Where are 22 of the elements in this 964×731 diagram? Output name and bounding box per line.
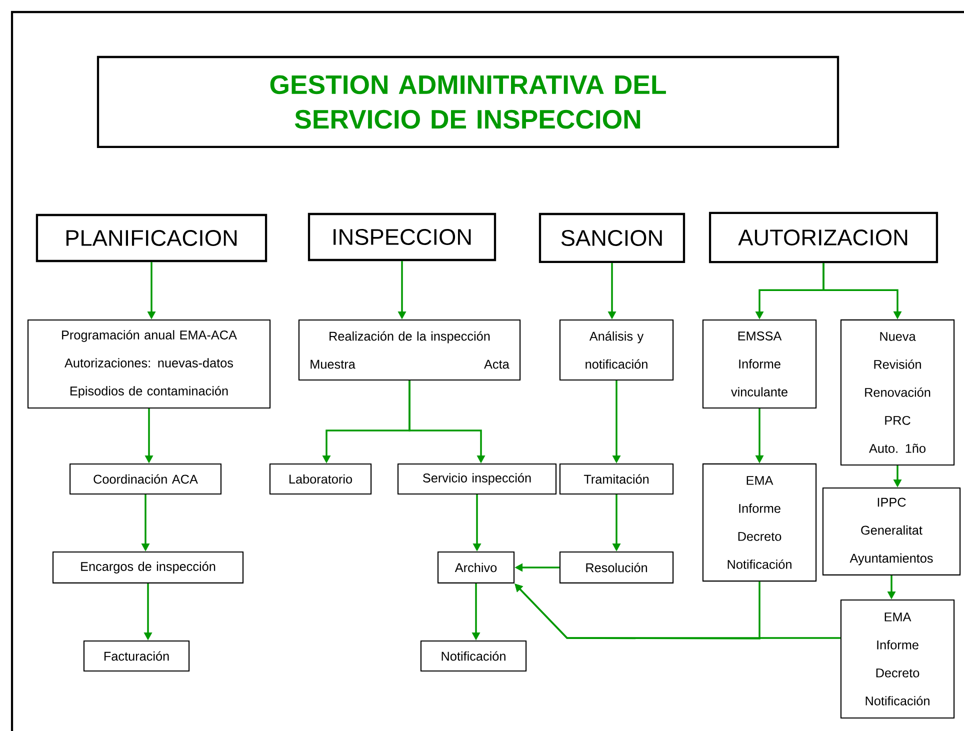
process-box: IPPC Generalitat Ayuntamientos	[822, 488, 961, 576]
process-box: EMA Informe Decreto Notificación	[840, 599, 955, 719]
process-box: Resolución	[559, 552, 674, 584]
process-box: Análisis y notificación	[559, 319, 674, 381]
title-box: GESTION ADMINITRATIVA DEL SERVICIO DE INSPECCION	[96, 56, 840, 148]
category-box: SANCION	[538, 212, 686, 264]
process-box: Archivo	[437, 552, 515, 584]
category-box: INSPECCION	[308, 212, 496, 262]
process-box: Programación anual EMA-ACA Autorizaciones: nuevas-datos Episodios de contaminación	[27, 319, 271, 409]
process-box: Coordinación ACA	[70, 463, 222, 495]
process-box: Laboratorio	[269, 463, 372, 495]
category-box: AUTORIZACION	[708, 212, 938, 264]
process-box: Servicio inspección	[397, 463, 557, 495]
process-box: Facturación	[83, 640, 190, 672]
process-box: Encargos de inspección	[52, 552, 244, 584]
process-box: EMSSA Informe vinculante	[702, 319, 817, 409]
process-box: Tramitación	[559, 463, 674, 495]
process-box: EMA Informe Decreto Notificación	[702, 463, 817, 582]
process-box: Realización de la inspección Muestra Acta	[298, 319, 521, 381]
process-box: Notificación	[420, 640, 527, 672]
process-box: Nueva Revisión Renovación PRC Auto. 1ño	[840, 319, 955, 466]
category-box: PLANIFICACION	[36, 214, 268, 262]
